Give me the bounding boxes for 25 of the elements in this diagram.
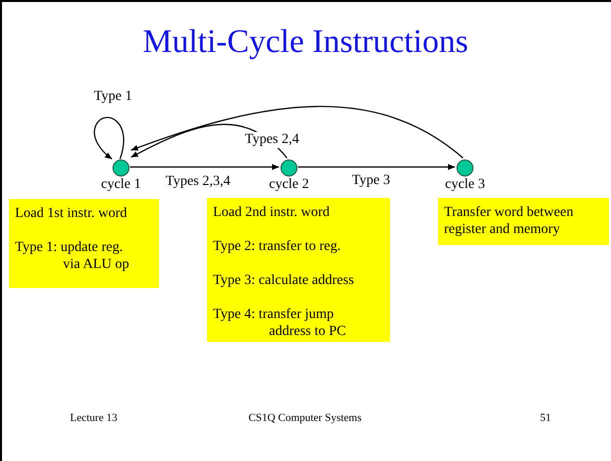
note-box bbox=[207, 198, 390, 342]
edge-label: Types 2,3,4 bbox=[164, 174, 232, 190]
note-text: Load 1st instr. word bbox=[15, 205, 128, 222]
note-text: Type 2: transfer to reg. bbox=[213, 238, 342, 255]
note-text: Type 3: calculate address bbox=[213, 272, 355, 289]
note-text: Type 4: transfer jump address to PC bbox=[213, 306, 347, 340]
note-text: Transfer word between register and memory bbox=[444, 204, 574, 238]
edge-label: Type 1 bbox=[92, 89, 134, 105]
footer-text: Lecture 13 bbox=[70, 412, 118, 425]
edge-label: Types 2,4 bbox=[244, 132, 300, 148]
state-label: cycle 2 bbox=[268, 177, 310, 192]
arrow bbox=[130, 106, 464, 158]
edge-label: Type 3 bbox=[350, 173, 392, 189]
note-box bbox=[9, 199, 159, 288]
note-text: Type 1: update reg. via ALU op bbox=[15, 239, 130, 273]
arrow bbox=[94, 117, 124, 160]
footer-text: CS1Q Computer Systems bbox=[247, 412, 363, 425]
note-text: Load 2nd instr. word bbox=[213, 204, 331, 221]
slide-title: Multi-Cycle Instructions bbox=[142, 23, 470, 62]
footer-text: 51 bbox=[540, 412, 551, 425]
arrow bbox=[130, 164, 279, 170]
arrow bbox=[298, 164, 455, 170]
state-label: cycle 1 bbox=[100, 177, 142, 192]
state-label: cycle 3 bbox=[444, 177, 486, 192]
note-box bbox=[438, 198, 609, 245]
